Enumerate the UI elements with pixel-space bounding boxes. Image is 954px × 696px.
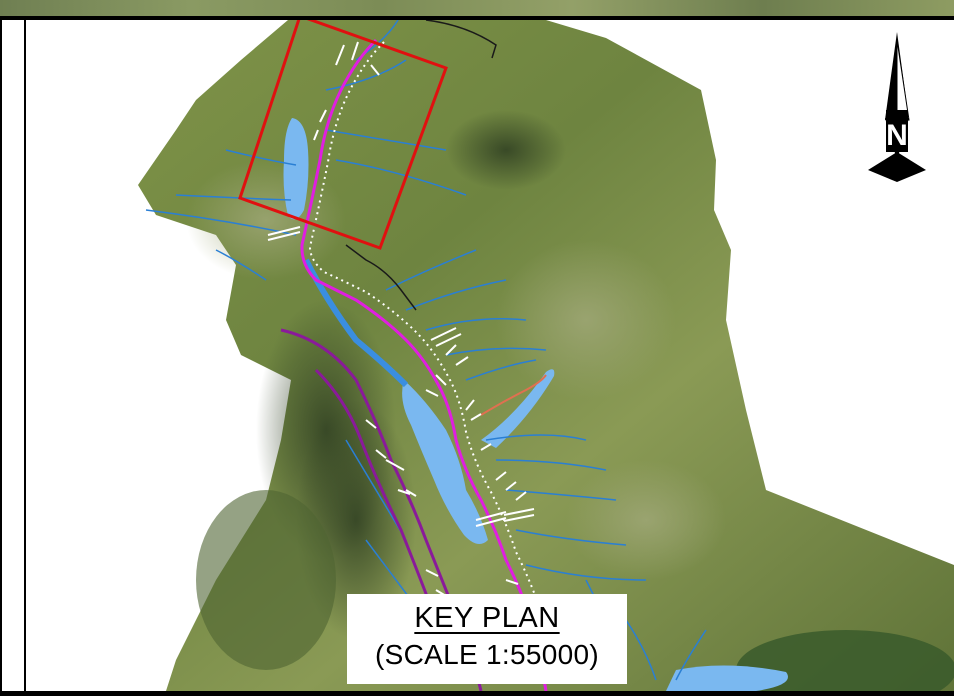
frame-left-inner-border <box>24 16 26 696</box>
terrain-highlight <box>496 240 676 400</box>
terrain-highlight <box>566 460 726 580</box>
lake-upper <box>283 118 309 220</box>
lake-bottom <box>666 665 788 691</box>
structures <box>267 41 542 616</box>
road-alignment <box>300 38 548 691</box>
key-plan-label-box: KEY PLAN (SCALE 1:55000) <box>347 594 627 684</box>
terrain-highlight <box>186 160 346 280</box>
north-arrow-icon: N <box>868 32 926 182</box>
frame-bottom-border <box>0 691 954 696</box>
proposed-line <box>480 374 547 416</box>
aerial-image-top-strip <box>0 0 954 16</box>
secondary-road <box>314 368 438 621</box>
detail-frame[interactable] <box>238 20 448 250</box>
terrain-dark-patch <box>196 490 336 670</box>
river-branch <box>481 369 555 448</box>
lake-lower <box>402 380 488 544</box>
frame-left-outer-border <box>0 16 2 696</box>
key-plan-title: KEY PLAN <box>414 602 560 634</box>
aerial-map[interactable] <box>26 20 954 691</box>
boundary-line <box>345 20 497 311</box>
chainage-ticks <box>308 41 542 613</box>
key-plan-scale: (SCALE 1:55000) <box>375 639 599 670</box>
north-letter: N <box>886 119 908 152</box>
terrain-dark-patch <box>736 630 954 691</box>
frame-top-border <box>0 16 954 20</box>
terrain-shadow <box>446 110 566 190</box>
